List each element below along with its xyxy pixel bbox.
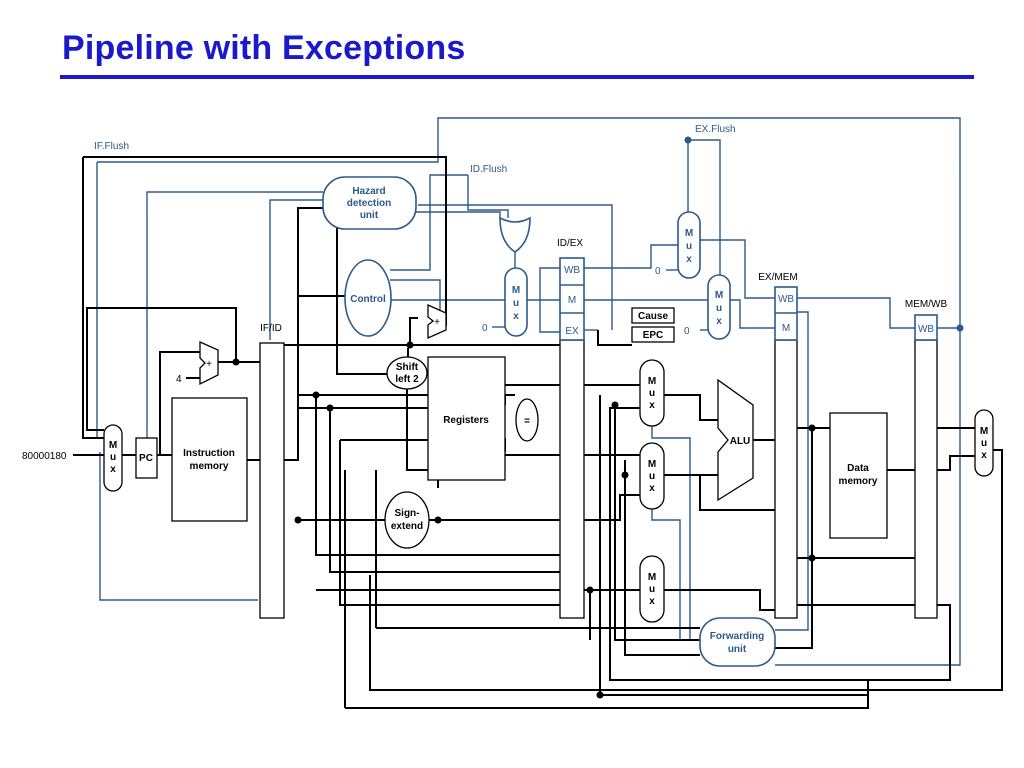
title-underline (60, 75, 974, 79)
svg-text:x: x (686, 254, 692, 265)
exception-address-label: 80000180 (22, 451, 67, 462)
branch-adder (427, 303, 447, 340)
hazard-label-1: Hazard (352, 186, 385, 197)
sign-extend (384, 491, 430, 549)
mux-alu-b: M u x (639, 442, 665, 510)
svg-text:M: M (648, 459, 656, 470)
hazard-detection-unit (322, 176, 417, 230)
mux-write-back: M u x (974, 409, 994, 477)
forwarding-unit (699, 617, 776, 667)
mux-pc: M u x (103, 424, 123, 492)
mux-alu-a: M u x (639, 359, 665, 427)
alu-label: ALU (730, 436, 751, 447)
svg-text:u: u (649, 471, 655, 482)
ex-flush-label: EX.Flush (695, 124, 736, 135)
zero-b-label: 0 (655, 266, 661, 277)
svg-text:x: x (649, 483, 655, 494)
forwarding-label-2: unit (728, 644, 747, 655)
svg-text:x: x (110, 464, 116, 475)
pc-register (135, 437, 158, 479)
svg-text:x: x (981, 450, 987, 461)
slide-title: Pipeline with Exceptions (62, 29, 466, 67)
epc-register (631, 326, 675, 343)
epc-label: EPC (643, 330, 664, 341)
svg-text:M: M (648, 572, 656, 583)
id-flush-label: ID.Flush (470, 164, 507, 175)
data-memory (829, 412, 888, 539)
registers-label: Registers (443, 415, 489, 426)
cause-label: Cause (638, 311, 668, 322)
svg-text:u: u (981, 438, 987, 449)
svg-text:M: M (648, 376, 656, 387)
id-ex-ex-label: EX (565, 326, 579, 337)
svg-text:M: M (980, 426, 988, 437)
sign-extend-label-2: extend (391, 521, 423, 532)
svg-text:x: x (513, 311, 519, 322)
hazard-label-2: detection (347, 198, 391, 209)
svg-text:u: u (110, 452, 116, 463)
mux-control: M u x (504, 267, 528, 337)
id-ex-label: ID/EX (557, 238, 583, 249)
mux-ex-wb: M u x (677, 211, 701, 279)
id-ex-m-label: M (568, 295, 576, 306)
forwarding-label-1: Forwarding (710, 631, 764, 642)
control-lines (96, 117, 961, 666)
if-flush-label: IF.Flush (94, 141, 129, 152)
svg-text:x: x (649, 400, 655, 411)
data-memory-label-1: Data (847, 463, 869, 474)
cause-register (631, 307, 675, 324)
instruction-memory-label-2: memory (190, 461, 229, 472)
svg-text:u: u (716, 303, 722, 314)
svg-text:M: M (685, 228, 693, 239)
instruction-memory (171, 397, 248, 522)
id-ex-wb-label: WB (564, 265, 580, 276)
register-file (427, 356, 506, 481)
svg-text:u: u (686, 241, 692, 252)
alu (717, 378, 754, 502)
mux-reg-dst: M u x (639, 555, 665, 623)
ex-mem-label: EX/MEM (758, 272, 797, 283)
shift-label-1: Shift (396, 362, 419, 373)
svg-text:u: u (649, 584, 655, 595)
mem-wb-wb-label: WB (918, 324, 934, 335)
pc-adder (199, 340, 219, 386)
mux-ex-m: M u x (707, 274, 731, 340)
svg-text:u: u (649, 388, 655, 399)
pc-increment-label: 4 (176, 374, 182, 385)
data-memory-label-2: memory (839, 476, 878, 487)
junction-dots (232, 341, 816, 699)
zero-c-label: 0 (684, 326, 690, 337)
hazard-label-3: unit (360, 210, 379, 221)
shift-left-2 (386, 356, 428, 390)
svg-text:x: x (649, 596, 655, 607)
svg-text:M: M (109, 440, 117, 451)
ex-mem-m-label: M (782, 323, 790, 334)
control-label: Control (350, 294, 386, 305)
ex-mem-wb-label: WB (778, 294, 794, 305)
pipeline-registers (259, 257, 938, 619)
equality-comparator (515, 398, 539, 442)
branch-adder-label: + (434, 317, 440, 328)
pc-label: PC (139, 453, 153, 464)
svg-text:x: x (716, 316, 722, 327)
data-lines (73, 156, 1003, 709)
svg-text:M: M (715, 290, 723, 301)
if-id-label: IF/ID (260, 323, 282, 334)
pc-adder-label: + (206, 359, 212, 370)
svg-text:u: u (513, 298, 519, 309)
zero-a-label: 0 (482, 323, 488, 334)
mem-wb-label: MEM/WB (905, 299, 948, 310)
svg-text:M: M (512, 285, 520, 296)
sign-extend-label-1: Sign- (395, 508, 420, 519)
flush-or-gate (499, 216, 531, 253)
control-unit (344, 259, 392, 337)
shift-label-2: left 2 (395, 374, 419, 385)
equals-label: = (524, 416, 530, 427)
instruction-memory-label-1: Instruction (183, 448, 235, 459)
